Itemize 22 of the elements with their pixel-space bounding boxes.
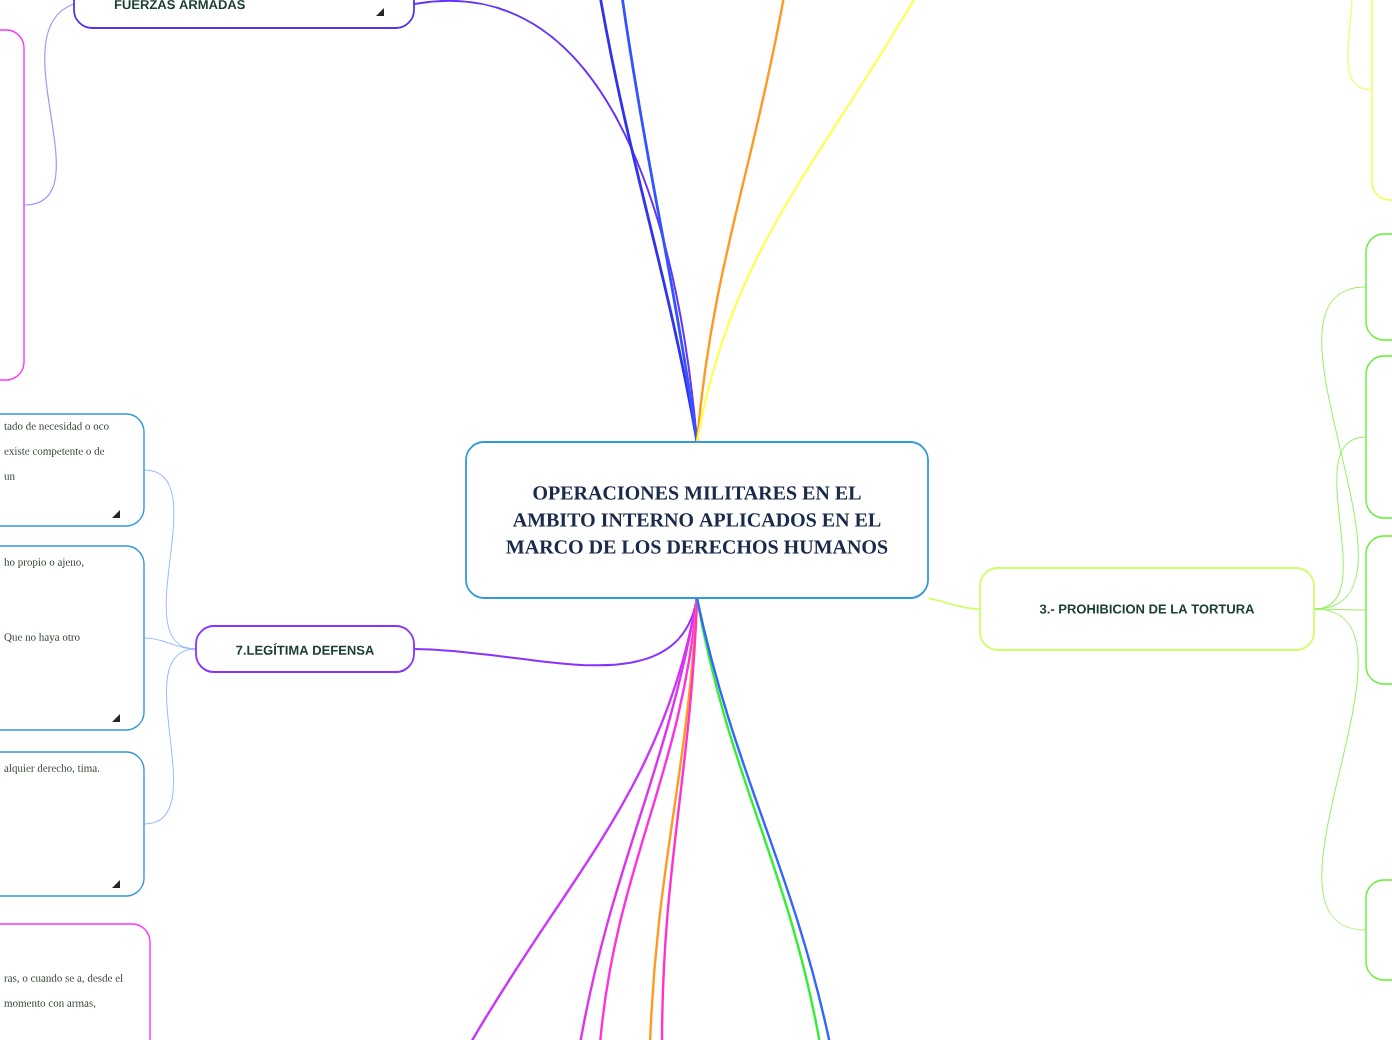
subtopic-box: [1365, 879, 1392, 981]
connector: [648, 598, 699, 1040]
subtopic-box: [1365, 355, 1392, 519]
connector: [598, 0, 699, 442]
connector: [143, 637, 197, 650]
topic-box: OPERACIONES MILITARES EN EL AMBITO INTERNO APLICADOS EN EL MARCO DE LOS DERECHOS HUMANOS: [465, 441, 929, 599]
connector: [620, 0, 699, 442]
connector: [660, 598, 699, 1040]
subtopic-box: [1371, 0, 1392, 201]
connector: [1313, 608, 1367, 931]
connector: [578, 598, 699, 1040]
subtopic-box: [1365, 233, 1392, 341]
subtopic-box: [1365, 535, 1392, 685]
connector: [927, 597, 981, 610]
connector: [1347, 0, 1373, 91]
connector: [143, 648, 197, 825]
connector: [695, 0, 786, 442]
connector: [598, 598, 699, 1040]
connector: [696, 0, 917, 443]
connector: [23, 3, 75, 206]
connector: [1313, 608, 1367, 611]
subtopic-box: [0, 29, 25, 381]
